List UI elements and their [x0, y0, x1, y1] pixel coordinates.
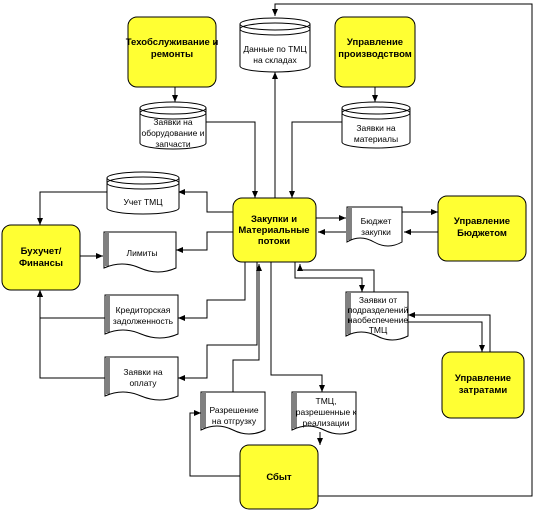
doc-shipment-permit-line-2: на отгрузку	[212, 416, 257, 426]
process-box	[441, 351, 525, 419]
store-inventory: Данные по ТМЦ на складах	[239, 17, 311, 73]
doc-procurement-budget: Бюджет закупки	[346, 206, 403, 247]
process-production-line-1: Управление	[347, 37, 403, 48]
doc-procurement-budget-line-2: закупки	[361, 227, 391, 237]
process-maintenance-line-2: ремонты	[151, 49, 193, 60]
doc-shipment-permit: Разрешение на отгрузку	[200, 391, 266, 435]
arrow-sales-to-inventory-loop	[272, 3, 533, 497]
process-procurement-line-1: Закупки и	[251, 214, 297, 225]
cylinder-top	[239, 17, 311, 31]
cylinder-ring	[239, 22, 311, 36]
arrow-shipment-permit-to-procurement	[232, 264, 262, 392]
doc-payment-requests-line-2: оплату	[129, 378, 157, 388]
process-maintenance-line-1: Техобслуживание и	[126, 37, 219, 48]
doc-approved-tmc: ТМЦ, разрешенные к реализации	[291, 391, 357, 435]
process-maintenance: Техобслуживание и ремонты	[126, 16, 219, 88]
connectors	[37, 3, 533, 497]
process-sales-label: Сбыт	[266, 472, 292, 483]
process-accounting: Бухучет/ Финансы	[1, 224, 81, 291]
cylinder-top	[106, 171, 180, 185]
document-shape	[346, 206, 403, 247]
process-production-line-2: производством	[338, 49, 412, 60]
process-costs-line-1: Управление	[455, 373, 511, 384]
cylinder-ring	[106, 176, 180, 190]
document-shape	[104, 294, 179, 339]
doc-department-requests-line-4: ТМЦ	[369, 325, 388, 335]
doc-approved-tmc-line-3: реализации	[303, 418, 350, 428]
cylinder-body	[106, 178, 180, 215]
arrow-equipment-requests-to-procurement	[205, 121, 258, 198]
document-shape	[345, 291, 409, 341]
doc-department-requests-line-2: подразделений	[348, 305, 409, 315]
arrow-tmc-accounting-to-accounting	[37, 191, 108, 225]
arrow-payment-requests-to-accounting	[37, 290, 105, 379]
store-equipment-requests-line-1: Заявки на	[153, 117, 193, 127]
cylinder-top	[341, 101, 411, 115]
process-budget-line-2: Бюджетом	[457, 228, 507, 239]
store-inventory-line-1: Данные по ТМЦ	[243, 44, 307, 54]
process-costs: Управление затратами	[441, 351, 525, 419]
arrow-procurement-to-department-requests	[294, 262, 365, 292]
cylinder-body	[239, 24, 311, 73]
arrow-costs-to-department-requests	[408, 312, 491, 352]
process-box	[127, 16, 217, 88]
arrow-material-requests-to-procurement	[289, 121, 342, 198]
store-material-requests: Заявки на материалы	[341, 101, 411, 149]
process-accounting-line-1: Бухучет/	[21, 246, 62, 257]
store-equipment-requests-line-3: запчасти	[155, 139, 191, 149]
process-box	[1, 224, 81, 291]
store-tmc-accounting: Учет ТМЦ	[106, 171, 180, 215]
doc-procurement-budget-line-1: Бюджет	[361, 216, 392, 226]
process-procurement-line-3: потоки	[258, 236, 290, 247]
process-procurement-line-2: Материальные	[238, 225, 309, 236]
store-equipment-requests: Заявки на оборудование и запчасти	[139, 101, 207, 150]
document-shape	[103, 231, 177, 273]
arrow-department-requests-to-procurement	[297, 264, 375, 292]
doc-approved-tmc-line-2: разрешенные к	[296, 407, 357, 417]
document-shape	[291, 391, 357, 435]
arrow-procurement-to-payables	[178, 262, 246, 321]
process-budget: Управление Бюджетом	[437, 195, 527, 262]
store-equipment-requests-line-2: оборудование и	[141, 128, 204, 138]
store-material-requests-line-1: Заявки на	[356, 123, 396, 133]
cylinder-ring	[341, 106, 411, 120]
arrow-procurement-to-approved-tmc	[270, 262, 325, 392]
process-box	[239, 444, 319, 510]
process-budget-line-1: Управление	[454, 216, 510, 227]
process-box	[437, 195, 527, 262]
arrow-sales-to-shipment-permit	[189, 410, 240, 477]
process-production: Управление производством	[334, 16, 416, 88]
arrow-payables-to-accounting	[37, 290, 105, 319]
cylinder-ring	[139, 106, 207, 120]
doc-limits: Лимиты	[103, 231, 177, 273]
process-box	[232, 197, 317, 263]
document-shape	[200, 391, 266, 435]
doc-department-requests-line-3: наобеспечение	[348, 315, 409, 325]
doc-shipment-permit-line-1: Разрешение	[209, 405, 258, 415]
store-tmc-accounting-label: Учет ТМЦ	[123, 197, 163, 207]
process-procurement: Закупки и Материальные потоки	[232, 197, 317, 263]
document-shape	[104, 356, 179, 401]
process-sales: Сбыт	[239, 444, 319, 510]
arrow-department-requests-to-costs	[406, 321, 485, 352]
store-inventory-line-2: на складах	[253, 55, 297, 65]
doc-payables: Кредиторская задолженность	[104, 294, 179, 339]
doc-payment-requests-line-1: Заявки на	[123, 367, 163, 377]
doc-approved-tmc-line-1: ТМЦ,	[316, 396, 337, 406]
process-accounting-line-2: Финансы	[19, 258, 63, 269]
arrow-procurement-to-payment-requests	[178, 262, 258, 381]
arrow-procurement-to-limits	[176, 231, 233, 253]
doc-department-requests-line-1: Заявки от	[359, 295, 397, 305]
doc-limits-label: Лимиты	[127, 248, 158, 258]
arrow-procurement-to-tmc-accounting	[178, 189, 233, 213]
process-box	[334, 16, 416, 88]
cylinder-top	[139, 101, 207, 115]
doc-payables-line-2: задолженность	[113, 316, 174, 326]
doc-department-requests: Заявки от подразделений наобеспечение ТМ…	[345, 291, 409, 341]
store-material-requests-line-2: материалы	[354, 134, 398, 144]
doc-payables-line-1: Кредиторская	[116, 305, 171, 315]
process-costs-line-2: затратами	[459, 385, 508, 396]
doc-payment-requests: Заявки на оплату	[104, 356, 179, 401]
